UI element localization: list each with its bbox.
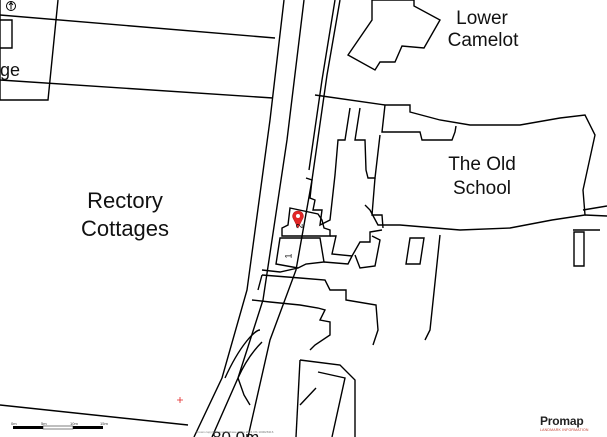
- label-lower: Lower: [456, 8, 508, 29]
- scale-bar: [13, 425, 103, 430]
- south-building-2: [317, 371, 346, 437]
- label-cottages: Cottages: [80, 216, 170, 241]
- garden-wall-c: [323, 255, 353, 265]
- old-school-east-wing: [582, 205, 607, 211]
- lower-camelot-building: [346, 0, 441, 71]
- copyright-text: Crown copyright and database rights 2024…: [196, 430, 274, 434]
- annex-2: [257, 274, 263, 291]
- annex: [261, 274, 379, 346]
- garden-wall-b: [261, 267, 299, 273]
- label-spot-height: 80.0m: [212, 428, 259, 437]
- annex-3: [251, 299, 331, 351]
- old-school-porch: [381, 104, 457, 141]
- building-left-inner: [0, 19, 13, 49]
- small-shed: [405, 237, 425, 265]
- plot-boundary-east: [424, 234, 441, 341]
- garden-wall-d: [354, 235, 381, 269]
- old-school-east-wing-2: [584, 214, 607, 217]
- garden-wall-a: [330, 229, 383, 257]
- scale-tick-5: 5m: [41, 421, 47, 426]
- reference-cross: [177, 397, 183, 403]
- old-school-outbuilding: [573, 231, 585, 267]
- south-building-3: [295, 359, 301, 437]
- building-left-top: [0, 0, 59, 101]
- road-edge-east: [211, 0, 305, 437]
- driveway-east: [237, 341, 263, 379]
- label-school: School: [452, 178, 512, 199]
- label-camelot: Camelot: [447, 30, 519, 51]
- middle-building-2: [354, 107, 381, 179]
- plot-number-2: 2: [294, 223, 305, 229]
- label-partial-ge: ge: [0, 60, 21, 80]
- plot-number-1: 1: [283, 253, 294, 259]
- promap-logo: Promap: [540, 414, 584, 428]
- label-rectory: Rectory: [87, 188, 163, 213]
- scale-tick-10: 10m: [70, 421, 78, 426]
- label-the-old: The Old: [448, 154, 516, 175]
- road-edge-far-east: [247, 0, 341, 437]
- scale-tick-15: 15m: [100, 421, 108, 426]
- driveway-west: [224, 329, 261, 379]
- old-school-wall-top: [314, 94, 596, 231]
- map-pin-icon[interactable]: [292, 210, 304, 229]
- middle-building: [305, 107, 351, 227]
- rectory-cottages-boundary-top: [0, 14, 276, 39]
- north-arrow-icon: [6, 1, 16, 11]
- south-building: [299, 359, 356, 437]
- promap-tagline: LANDMARK INFORMATION: [540, 428, 589, 432]
- scale-tick-0: 0m: [11, 421, 17, 426]
- field-boundary-south: [0, 404, 189, 426]
- cottage-2-outline: [281, 207, 331, 237]
- rectory-cottages-boundary: [0, 79, 274, 99]
- middle-building-3: [371, 177, 384, 229]
- cottage-1-outline: [275, 237, 325, 269]
- south-building-4: [299, 387, 317, 406]
- south-curve: [237, 377, 251, 406]
- road-verge-line: [308, 0, 336, 171]
- road-edge-west: [193, 0, 285, 437]
